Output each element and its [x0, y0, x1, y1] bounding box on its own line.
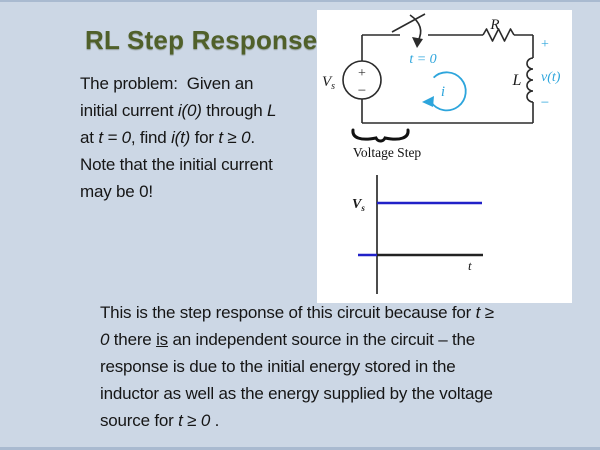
source-plus-sign: + — [358, 66, 366, 81]
circuit-wire — [361, 34, 534, 124]
switch-blade — [391, 13, 426, 33]
voltage-step-label: Voltage Step — [353, 145, 422, 160]
inductor-label: L — [512, 72, 522, 89]
resistor — [482, 28, 515, 42]
resistor-label: R — [489, 17, 499, 33]
page-title: RL Step Response — [85, 25, 318, 55]
current-arrowhead — [422, 96, 434, 107]
voltage-source — [342, 60, 382, 100]
switch-arrowhead — [412, 37, 423, 48]
circuit-figure-panel: + − Vs t = 0 R L + v(t) − i Voltage Step — [317, 10, 572, 303]
source-minus-sign: − — [358, 83, 366, 99]
current-loop-arrow — [430, 71, 467, 112]
slide-bottom-border — [0, 447, 600, 450]
minus-sign: − — [541, 95, 549, 111]
switch-closing-arrow — [409, 14, 422, 42]
graph-vs-label: Vs — [352, 197, 365, 213]
current-label: i — [441, 84, 445, 100]
underbrace — [351, 128, 410, 143]
slide-top-border — [0, 0, 600, 2]
inductor-coil — [526, 57, 534, 103]
switch-time-label: t = 0 — [409, 52, 436, 67]
source-label: Vs — [322, 74, 335, 92]
graph-t-label: t — [468, 258, 472, 273]
inductor-voltage-label: v(t) — [541, 70, 561, 85]
circuit-and-graph-svg: + − Vs t = 0 R L + v(t) − i Voltage Step — [322, 13, 561, 294]
explanation-text: This is the step response of this circui… — [100, 303, 494, 430]
plus-sign: + — [541, 37, 549, 52]
